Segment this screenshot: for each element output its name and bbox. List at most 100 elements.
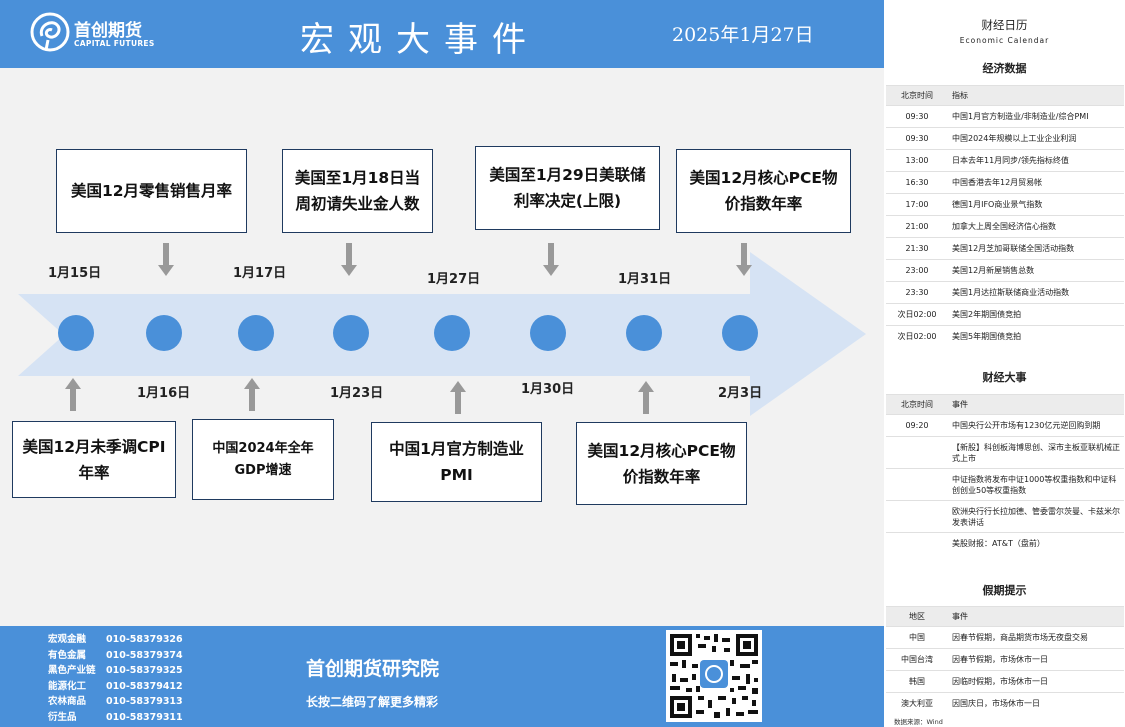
timeline-dot	[530, 315, 566, 351]
table-row: 澳大利亚因国庆日，市场休市一日	[886, 692, 1124, 715]
event-card-bottom-4: 美国12月核心PCE物价指数年率	[576, 422, 747, 505]
table-row: 中国台湾因春节假期，市场休市一日	[886, 648, 1124, 671]
cell-item: 德国1月IFO商业景气指数	[948, 193, 1124, 216]
cell-item: 日本去年11月同步/领先指标终值	[948, 149, 1124, 172]
cell-item: 美股财报：AT&T（盘前）	[948, 532, 1124, 555]
event-card-text: 美国至1月18日当周初请失业金人数	[294, 169, 421, 213]
date-label: 2月3日	[718, 386, 763, 401]
date-label: 1月15日	[48, 266, 102, 281]
timeline-dot	[146, 315, 182, 351]
cell-item: 因国庆日，市场休市一日	[948, 692, 1124, 715]
event-card-top-2: 美国至1月18日当周初请失业金人数	[282, 149, 433, 233]
table-row: 欧洲央行行长拉加德、管委雷尔茨曼、卡兹米尔发表讲话	[886, 500, 1124, 533]
calendar-subtitle: Economic Calendar	[959, 36, 1050, 45]
holidays-table: 地区 事件 中国因春节假期，商品期货市场无夜盘交易中国台湾因春节假期，市场休市一…	[886, 606, 1124, 715]
cell-item: 美国12月新屋销售总数	[948, 259, 1124, 282]
col-header-region: 地区	[886, 606, 948, 627]
col-header-item: 事件	[948, 394, 1124, 415]
arrow-down-icon	[158, 243, 174, 276]
cell-time	[886, 468, 948, 501]
timeline-dot	[333, 315, 369, 351]
date-label: 1月23日	[330, 386, 384, 401]
date-label: 1月30日	[521, 382, 575, 397]
cell-item: 因临时假期，市场休市一日	[948, 670, 1124, 693]
cell-item: 因春节假期，市场休市一日	[948, 648, 1124, 671]
table-header-row: 北京时间 事件	[886, 394, 1124, 415]
table-header-row: 地区 事件	[886, 606, 1124, 627]
table-row: 美股财报：AT&T（盘前）	[886, 532, 1124, 555]
arrow-down-icon	[736, 243, 752, 276]
col-header-item: 事件	[948, 606, 1124, 627]
cell-item: 中国央行公开市场有1230亿元逆回购到期	[948, 414, 1124, 437]
table-row: 中证指数将发布中证1000等权重指数和中证科创创业50等权重指数	[886, 468, 1124, 501]
table-row: 【新股】科创板海博思创、深市主板亚联机械正式上市	[886, 436, 1124, 469]
event-card-top-4: 美国12月核心PCE物价指数年率	[676, 149, 851, 233]
cell-time: 16:30	[886, 171, 948, 194]
table-row: 中国因春节假期，商品期货市场无夜盘交易	[886, 626, 1124, 649]
table-row: 韩国因临时假期，市场休市一日	[886, 670, 1124, 693]
date-label: 1月31日	[618, 272, 672, 287]
cell-item: 美国2年期国债竞拍	[948, 303, 1124, 326]
arrow-up-icon	[450, 381, 466, 414]
contact-dept: 能源化工	[48, 680, 87, 692]
cell-item: 加拿大上周全国经济信心指数	[948, 215, 1124, 238]
header-bar: 首创期货 CAPITAL FUTURES 宏观大事件 2025年1月27日	[0, 0, 884, 68]
cell-time	[886, 500, 948, 533]
event-card-text: 中国2024年全年GDP增速	[212, 440, 314, 478]
date-label: 1月16日	[137, 386, 191, 401]
cell-region: 中国台湾	[886, 648, 948, 671]
page-date: 2025年1月27日	[672, 24, 814, 46]
cell-time: 21:00	[886, 215, 948, 238]
contact-dept: 农林商品	[48, 696, 87, 707]
cell-region: 韩国	[886, 670, 948, 693]
cell-time	[886, 532, 948, 555]
cell-time: 17:00	[886, 193, 948, 216]
event-card-bottom-2: 中国2024年全年GDP增速	[192, 419, 334, 500]
table-header-row: 北京时间 指标	[886, 85, 1124, 106]
timeline-dot	[626, 315, 662, 351]
cell-item: 因春节假期，商品期货市场无夜盘交易	[948, 626, 1124, 649]
logo-text-en: CAPITAL FUTURES	[74, 39, 155, 48]
cell-time	[886, 436, 948, 469]
contact-phone: 010-58379374	[106, 649, 183, 661]
cell-region: 中国	[886, 626, 948, 649]
contact-phone: 010-58379325	[106, 665, 183, 676]
section-events-title: 财经大事	[982, 371, 1027, 384]
event-card-bottom-3: 中国1月官方制造业PMI	[371, 422, 542, 502]
event-board: 首创期货 CAPITAL FUTURES 宏观大事件 2025年1月27日 美国…	[0, 0, 884, 727]
timeline-dot	[238, 315, 274, 351]
cell-time: 次日02:00	[886, 303, 948, 326]
event-card-top-3: 美国至1月29日美联储利率决定(上限)	[475, 146, 660, 230]
cell-time: 23:00	[886, 259, 948, 282]
event-card-text: 美国12月零售销售月率	[70, 182, 233, 200]
col-header-time: 北京时间	[886, 85, 948, 106]
cell-time: 13:00	[886, 149, 948, 172]
institute-tagline: 长按二维码了解更多精彩	[306, 695, 439, 709]
calendar-title: 财经日历	[981, 18, 1028, 32]
cell-time: 09:30	[886, 105, 948, 128]
event-card-text: 美国12月核心PCE物价指数年率	[689, 169, 838, 213]
arrow-down-icon	[543, 243, 559, 276]
event-card-top-1: 美国12月零售销售月率	[56, 149, 247, 233]
col-header-item: 指标	[948, 85, 1124, 106]
date-label: 1月17日	[233, 266, 287, 281]
cell-region: 澳大利亚	[886, 692, 948, 715]
calendar-panel: 财经日历 Economic Calendar 经济数据 北京时间 指标 09:3…	[884, 0, 1125, 727]
qr-code-icon[interactable]	[666, 630, 762, 722]
page-title: 宏观大事件	[300, 20, 540, 60]
contact-dept: 衍生品	[48, 711, 77, 723]
event-card-text: 美国至1月29日美联储利率决定(上限)	[489, 166, 646, 210]
